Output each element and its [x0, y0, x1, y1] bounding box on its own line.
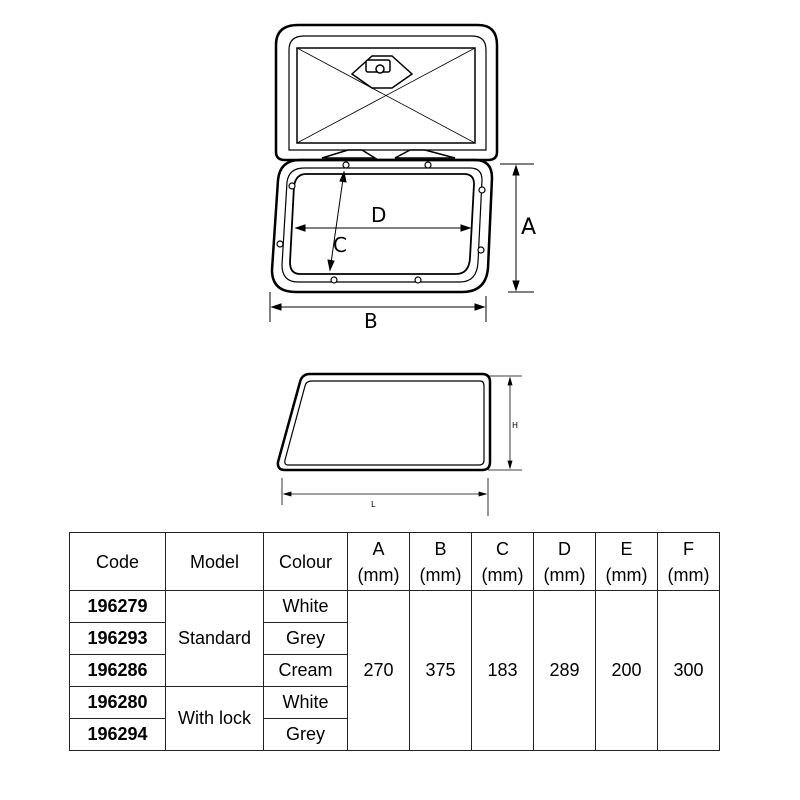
row-colour: White [263, 686, 348, 719]
row-code: 196286 [69, 654, 166, 687]
dimension-b-line [269, 292, 487, 322]
header-colour: Colour [263, 532, 348, 591]
header-dim-e: E(mm) [595, 532, 658, 591]
dimension-a-line [500, 163, 534, 293]
header-dim-a: A(mm) [347, 532, 410, 591]
header-dim-d: D(mm) [533, 532, 596, 591]
value-b: 375 [409, 590, 472, 751]
row-model-standard: Standard [165, 590, 264, 687]
row-code: 196293 [69, 622, 166, 655]
dimension-c-line [327, 170, 347, 272]
dimension-l-label: L [371, 500, 376, 509]
header-dim-f: F(mm) [657, 532, 720, 591]
table-row: 196294 Grey [69, 718, 720, 751]
value-e: 200 [595, 590, 658, 751]
table-row: 196280 With lock White [69, 686, 720, 751]
row-colour: White [263, 590, 348, 623]
row-code: 196294 [69, 718, 166, 751]
dimension-d-line [294, 224, 472, 232]
dimension-d-label: D [371, 203, 386, 227]
table-row: 196293 Grey [69, 622, 720, 655]
lid-hinge [321, 149, 456, 159]
table-row: 196286 Cream [69, 654, 720, 687]
table-row: 196279 Standard White 270 375 183 289 20… [69, 590, 720, 751]
dimension-l-line [281, 478, 489, 516]
row-colour: Grey [263, 718, 348, 751]
dimension-h-line [488, 375, 522, 471]
frame-screw-holes [276, 161, 486, 284]
header-code: Code [69, 532, 166, 591]
header-model: Model [165, 532, 264, 591]
value-c: 183 [471, 590, 534, 751]
header-dim-b: B(mm) [409, 532, 472, 591]
row-code: 196279 [69, 590, 166, 623]
value-d: 289 [533, 590, 596, 751]
row-colour: Grey [263, 622, 348, 655]
header-dim-c: C(mm) [471, 532, 534, 591]
row-model-with-lock: With lock [165, 686, 264, 751]
dimension-a-label: A [521, 215, 536, 240]
value-a: 270 [347, 590, 410, 751]
spec-table: Code Model Colour A(mm) B(mm) C(mm) D(mm… [69, 532, 720, 751]
hatch-technical-drawing: D C A B H L [269, 23, 536, 516]
lid-latch-icon [350, 55, 414, 89]
table-header-row: Code Model Colour A(mm) B(mm) C(mm) D(mm… [69, 532, 720, 591]
hatch-frame [270, 158, 494, 294]
dimension-h-label: H [512, 421, 518, 430]
hatch-side-view [276, 372, 492, 472]
hatch-lid [274, 23, 499, 162]
row-code: 196280 [69, 686, 166, 719]
value-f: 300 [657, 590, 720, 751]
row-colour: Cream [263, 654, 348, 687]
dimension-b-label: B [364, 309, 378, 333]
dimension-c-label: C [333, 233, 347, 257]
